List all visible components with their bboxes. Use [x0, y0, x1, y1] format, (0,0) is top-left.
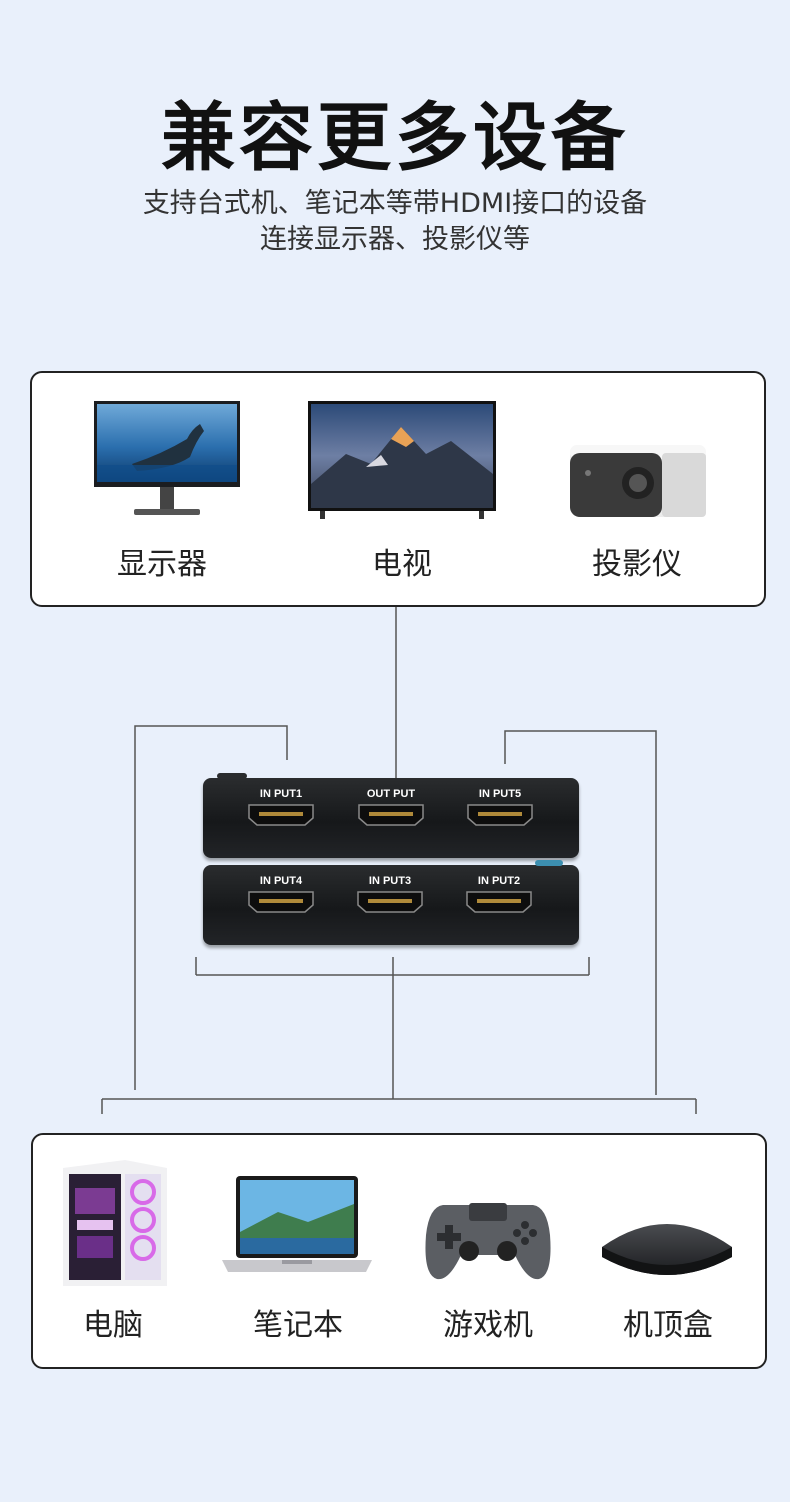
projector-icon: [570, 445, 706, 517]
hdmi-switch-bottom: IN PUT4 IN PUT3 IN PUT2: [203, 860, 579, 945]
device-desktop-pc: 电脑: [43, 1150, 183, 1360]
device-label-set-top-box: 机顶盒: [623, 1308, 713, 1343]
port-label-input4: IN PUT4: [259, 875, 303, 887]
hdmi-port-icon: [248, 804, 314, 826]
device-laptop: 笔记本: [218, 1150, 378, 1360]
switch-button: [217, 773, 247, 779]
hdmi-port-icon: [467, 804, 533, 826]
port-label-input1: IN PUT1: [259, 788, 303, 800]
device-set-top-box: 机顶盒: [588, 1150, 748, 1360]
device-label-laptop: 笔记本: [253, 1308, 343, 1343]
page-subtitle: 支持台式机、笔记本等带HDMI接口的设备 连接显示器、投影仪等: [0, 186, 790, 258]
subtitle-line-2: 连接显示器、投影仪等: [260, 224, 530, 255]
hdmi-port-icon: [358, 804, 424, 826]
set-top-box-icon: [602, 1224, 732, 1275]
source-devices-panel: 电脑 笔记本: [31, 1133, 767, 1369]
output-devices-panel: 显示器 电视: [30, 371, 766, 607]
gamepad-icon: [425, 1203, 551, 1280]
device-monitor: 显示器: [72, 391, 252, 591]
port-label-input2: IN PUT2: [477, 875, 521, 887]
device-game-console: 游戏机: [413, 1150, 563, 1360]
subtitle-line-1: 支持台式机、笔记本等带HDMI接口的设备: [142, 188, 648, 219]
port-label-input3: IN PUT3: [368, 875, 412, 887]
switch-indicator-light: [535, 860, 563, 866]
device-tv: 电视: [302, 391, 502, 591]
hdmi-switch-top: IN PUT1 OUT PUT IN PUT5: [203, 773, 579, 858]
monitor-icon: [94, 401, 240, 515]
device-label-game-console: 游戏机: [443, 1308, 533, 1343]
device-projector: 投影仪: [552, 391, 722, 591]
port-label-output: OUT PUT: [366, 788, 416, 800]
port-label-input5: IN PUT5: [478, 788, 522, 800]
desktop-pc-icon: [63, 1160, 167, 1286]
hdmi-port-icon: [357, 891, 423, 913]
device-label-tv: 电视: [372, 547, 432, 582]
hdmi-port-icon: [248, 891, 314, 913]
page-title: 兼容更多设备: [161, 95, 629, 181]
tv-icon: [308, 401, 496, 519]
device-label-desktop-pc: 电脑: [83, 1308, 143, 1343]
device-label-projector: 投影仪: [592, 547, 682, 582]
hdmi-port-icon: [466, 891, 532, 913]
laptop-icon: [222, 1176, 372, 1272]
device-label-monitor: 显示器: [117, 547, 207, 582]
